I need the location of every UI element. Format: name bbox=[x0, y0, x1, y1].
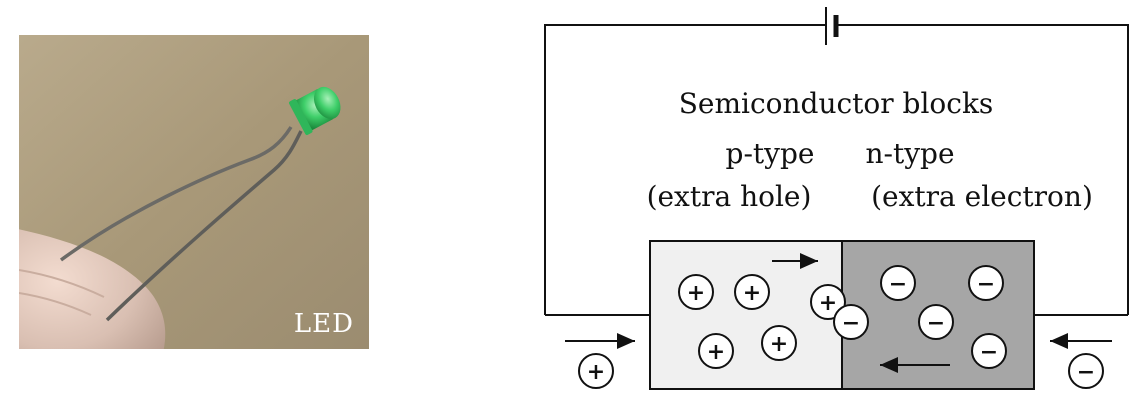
electron-charge: − bbox=[971, 333, 1007, 369]
p-type-label: p-type bbox=[726, 137, 815, 170]
led-label: LED bbox=[293, 309, 354, 339]
svg-text:−: − bbox=[889, 271, 907, 297]
led-lead-right bbox=[105, 130, 303, 322]
svg-text:+: + bbox=[770, 331, 788, 357]
left-terminal-charge: + bbox=[578, 353, 614, 389]
svg-text:+: + bbox=[707, 339, 725, 365]
svg-text:+: + bbox=[687, 280, 705, 306]
circuit-wire-left bbox=[544, 24, 826, 315]
hole-charge: + bbox=[761, 325, 797, 361]
svg-text:+: + bbox=[587, 359, 605, 385]
led-body bbox=[289, 86, 341, 135]
electron-charge: − bbox=[918, 304, 954, 340]
p-type-description: (extra hole) bbox=[647, 180, 812, 213]
hole-charge: + bbox=[698, 333, 734, 369]
hole-charge: + bbox=[678, 274, 714, 310]
circuit-wire-right bbox=[836, 24, 1129, 315]
svg-text:−: − bbox=[977, 271, 995, 297]
svg-text:−: − bbox=[1077, 359, 1095, 385]
svg-text:+: + bbox=[743, 280, 761, 306]
hole-charge: + bbox=[734, 274, 770, 310]
led-lead-left bbox=[59, 126, 293, 262]
diagram-title: Semiconductor blocks bbox=[679, 87, 994, 120]
svg-text:−: − bbox=[980, 339, 998, 365]
electron-charge: − bbox=[833, 304, 869, 340]
electron-charge: − bbox=[880, 265, 916, 301]
svg-text:−: − bbox=[842, 310, 860, 336]
battery-icon bbox=[825, 7, 839, 45]
n-type-description: (extra electron) bbox=[871, 180, 1093, 213]
svg-text:+: + bbox=[819, 290, 837, 316]
finger bbox=[19, 229, 166, 349]
n-type-label: n-type bbox=[865, 137, 954, 170]
led-photo-image bbox=[19, 35, 369, 349]
right-terminal-charge: − bbox=[1068, 353, 1104, 389]
p-type-block bbox=[649, 240, 843, 390]
led-photo: LED bbox=[19, 35, 369, 349]
hole-charge: + bbox=[810, 284, 846, 320]
electron-charge: − bbox=[968, 265, 1004, 301]
svg-text:−: − bbox=[927, 310, 945, 336]
